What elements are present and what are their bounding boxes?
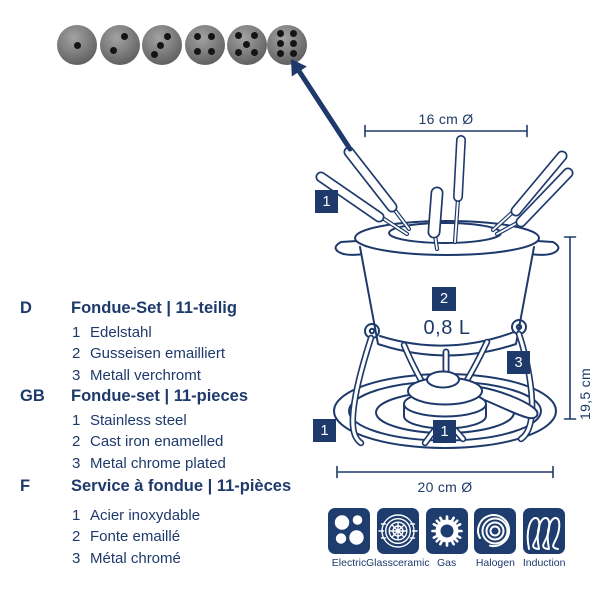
height-label: 19,5 cm <box>577 368 593 420</box>
halogen-hob-icon <box>477 514 511 548</box>
section-title: Fondue-set | 11-pieces <box>71 387 249 405</box>
section-title: Fondue-Set | 11-teilig <box>71 299 237 317</box>
fork-marker-6-dots <box>267 25 307 65</box>
part-badge-stand: 3 <box>507 351 530 374</box>
lang-code: D <box>20 299 32 317</box>
hob-compatibility-row: Electric Glassceramic <box>328 508 566 572</box>
fork-marker-4-dots <box>185 25 225 65</box>
diameter-bottom-label: 20 cm Ø <box>417 479 473 495</box>
part-badge-burner: 1 <box>433 420 456 443</box>
electric-hob-icon <box>334 515 364 545</box>
hob-induction: Induction <box>523 508 566 572</box>
diameter-top-label: 16 cm Ø <box>418 111 474 127</box>
hob-gas: Gas <box>425 508 468 572</box>
part-badge-plate: 1 <box>313 419 336 442</box>
part-badge-forks: 1 <box>315 190 338 213</box>
section-title: Service à fondue | 11-pièces <box>71 477 292 495</box>
dimension-lines <box>336 124 577 479</box>
induction-hob-icon <box>526 517 561 550</box>
burner <box>403 370 539 430</box>
fork-marker-2-dots <box>100 25 140 65</box>
fork-marker-1-dot <box>57 25 97 65</box>
hob-glassceramic: Glassceramic <box>366 508 430 572</box>
lang-code: F <box>20 477 31 495</box>
hob-halogen: Halogen <box>474 508 517 572</box>
lang-code: GB <box>20 387 45 405</box>
fondue-forks <box>315 135 574 252</box>
gas-hob-icon <box>430 515 463 547</box>
glassceramic-hob-icon <box>378 514 418 548</box>
capacity-label: 0,8 L <box>423 317 471 339</box>
fork-marker-5-dots <box>227 25 267 65</box>
pointer-arrow <box>291 59 353 152</box>
part-badge-pot: 2 <box>432 287 456 311</box>
hob-electric: Electric <box>328 508 370 572</box>
fork-marker-3-dots <box>142 25 182 65</box>
